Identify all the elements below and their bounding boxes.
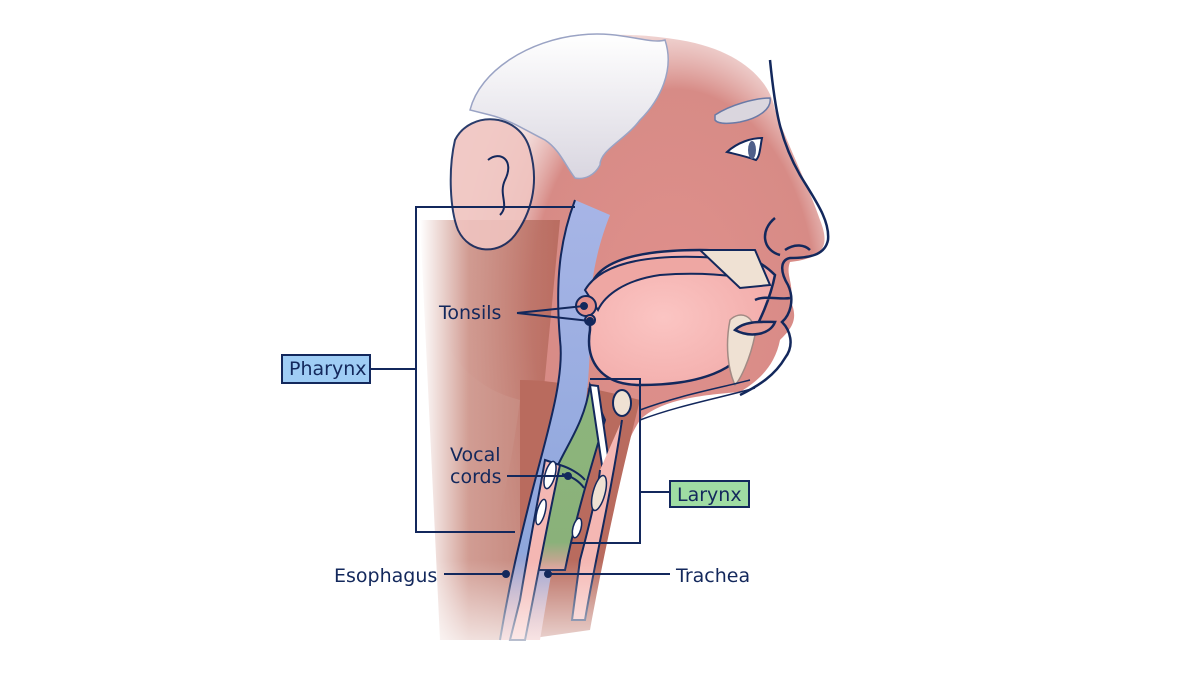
pharynx-label: Pharynx	[281, 354, 371, 384]
eyebrow	[714, 97, 771, 125]
lips	[732, 296, 791, 336]
vocal-cords-leader	[507, 472, 572, 480]
nostril	[763, 217, 811, 257]
vocal-cords-label-line1: Vocal	[450, 444, 501, 466]
tonsils-label: Tonsils	[439, 302, 502, 324]
ear	[449, 118, 536, 251]
esophagus-label: Esophagus	[334, 565, 438, 587]
hair	[469, 33, 669, 180]
esophagus-leader	[444, 570, 510, 578]
tonsils-leader	[516, 302, 594, 325]
pharynx-bracket	[371, 206, 575, 533]
upper-teeth	[697, 249, 772, 290]
trachea-leader	[544, 570, 670, 578]
face-profile	[739, 59, 830, 397]
larynx-bracket	[570, 378, 669, 544]
vocal-cords-label-line2: cords	[450, 466, 502, 488]
larynx-label: Larynx	[669, 480, 750, 508]
vocal-cords-label: Vocal cords	[450, 444, 502, 488]
hyoid-bone	[612, 389, 632, 417]
trachea-label: Trachea	[676, 565, 751, 587]
